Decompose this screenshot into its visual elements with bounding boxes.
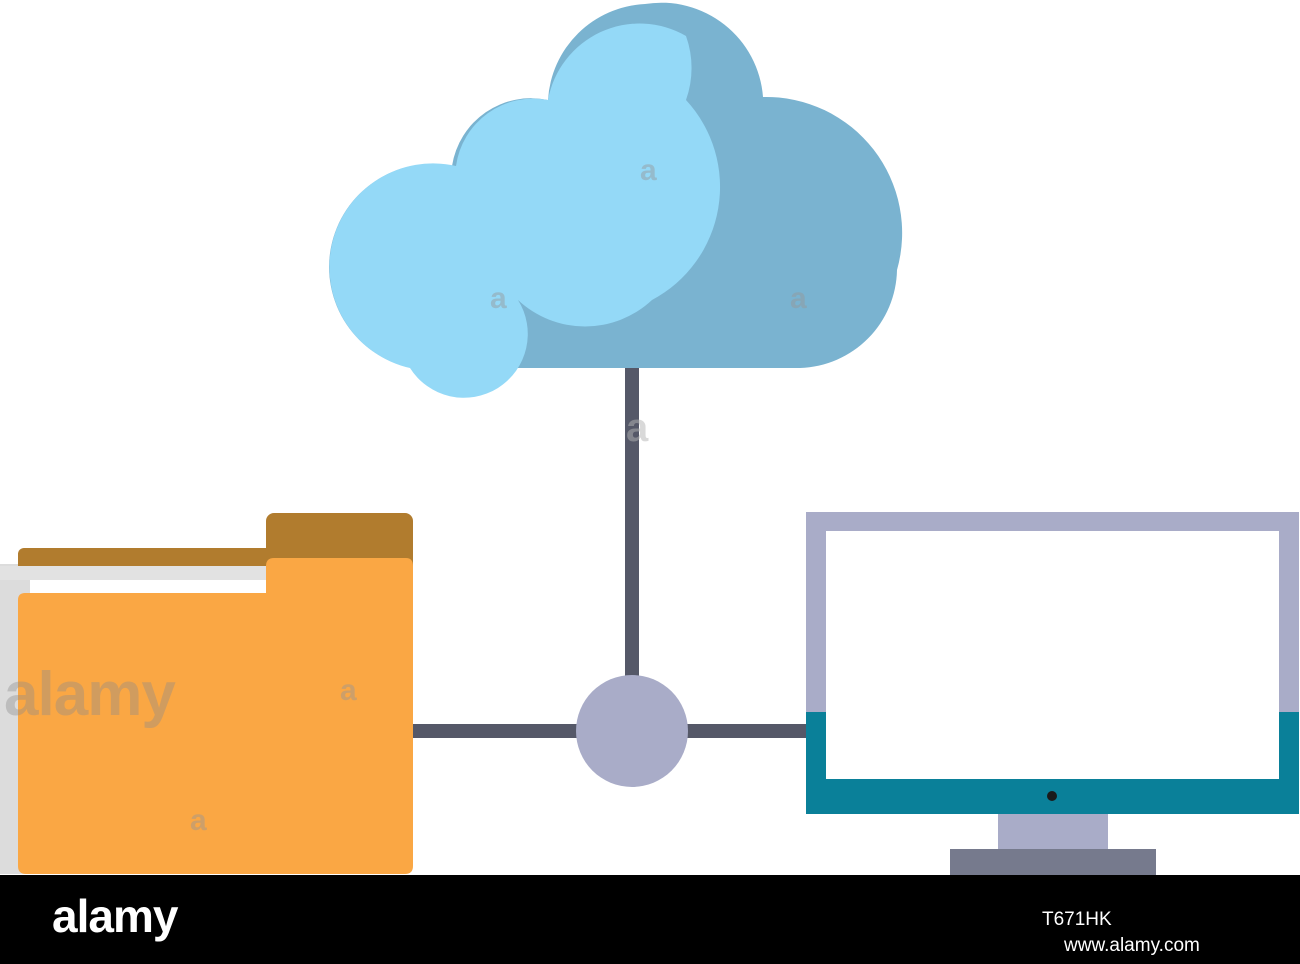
power-led-icon — [1047, 791, 1057, 801]
footer-bar: alamy T671HK www.alamy.com — [0, 875, 1300, 964]
watermark-logo: alamy — [4, 660, 176, 729]
image-id-label: T671HK — [1042, 909, 1112, 930]
connector-lines — [412, 366, 810, 738]
network-illustration: alamy a a a a a a — [0, 2, 1299, 875]
monitor-icon — [806, 512, 1299, 875]
watermark-mark: a — [490, 282, 507, 315]
network-hub-icon — [576, 675, 688, 787]
watermark-mark: a — [790, 282, 807, 315]
watermark-mark: a — [640, 154, 657, 187]
folder-front — [18, 558, 413, 874]
site-url-label: www.alamy.com — [1064, 935, 1200, 956]
brand-logo: alamy — [52, 890, 178, 942]
monitor-base — [950, 849, 1156, 875]
cloud-icon — [329, 2, 903, 398]
watermark-mark: a — [190, 804, 207, 837]
monitor-screen — [826, 531, 1279, 779]
monitor-stand — [998, 814, 1108, 850]
folder-sheet — [0, 566, 270, 580]
watermark-mark: a — [626, 406, 649, 450]
folder-icon — [0, 513, 413, 874]
watermark-mark: a — [340, 674, 357, 707]
network-diagram — [0, 2, 1299, 875]
